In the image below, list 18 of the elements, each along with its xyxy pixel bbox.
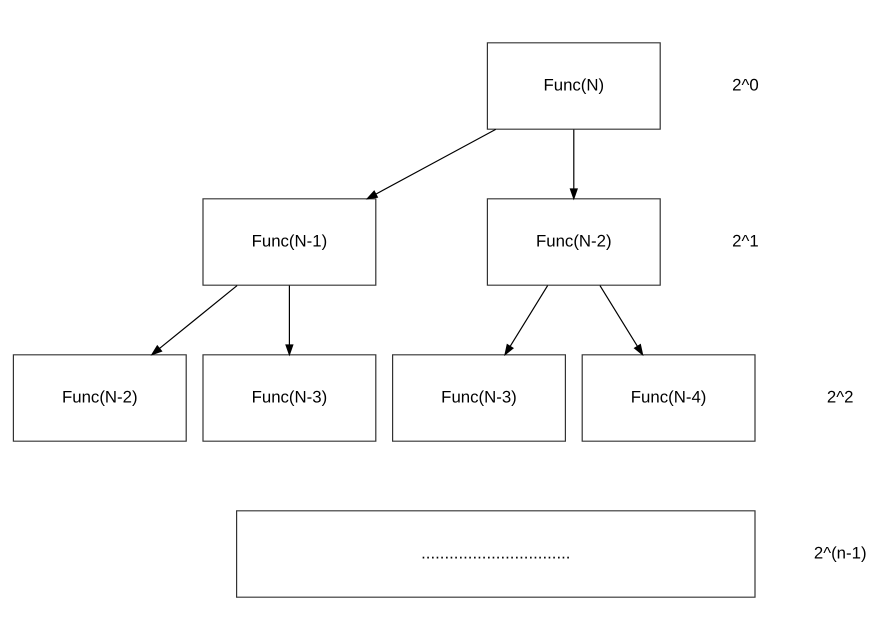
label: 2^0 <box>732 74 759 94</box>
arrow <box>285 285 294 356</box>
node-box: ................................ <box>236 510 756 598</box>
node-box: Func(N-2) <box>486 198 661 286</box>
arrow <box>150 284 238 356</box>
arrow <box>599 284 644 356</box>
node-box: Func(N-3) <box>202 354 376 442</box>
label: 2^1 <box>732 230 759 250</box>
node-box: Func(N-3) <box>392 354 566 442</box>
label: 2^(n-1) <box>814 542 867 562</box>
node-box: Func(N) <box>486 42 661 130</box>
node-box: Func(N-2) <box>12 354 187 442</box>
node-box: Func(N-1) <box>202 198 376 286</box>
node-box: Func(N-4) <box>582 354 756 442</box>
arrow <box>366 128 496 200</box>
label: 2^2 <box>826 386 854 406</box>
arrow <box>504 284 548 356</box>
arrow <box>570 129 578 200</box>
